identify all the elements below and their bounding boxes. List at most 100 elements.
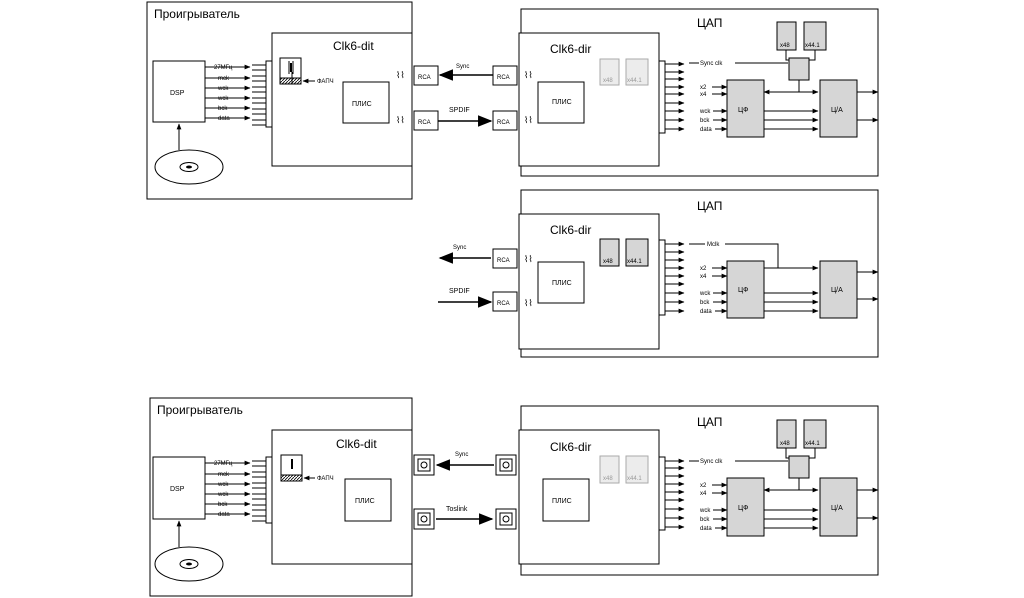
dac-block-bottom: ЦАП Clk6-dir ПЛИС x48 x44.1 Sync clk x2 …	[518, 405, 879, 576]
signal-label-x2: x2	[700, 483, 707, 489]
clock-switch	[788, 455, 810, 479]
signal-label-wck: wck	[699, 109, 711, 115]
crystal-icon	[599, 238, 620, 267]
signal-label-bck: bck	[218, 106, 228, 112]
digital-filter-block	[726, 79, 765, 138]
signal-label-x4: x4	[700, 274, 707, 280]
signal-label-x2: x2	[700, 266, 707, 272]
dsp-label: DSP	[170, 90, 185, 97]
mclk-label: Mclk	[707, 242, 720, 248]
rca-label: RCA	[497, 120, 510, 126]
vcxo-icon	[279, 57, 302, 85]
crystal-icon	[599, 455, 620, 484]
rca-links-middle: Sync RCA SPDIF RCA	[438, 245, 518, 312]
signal-label-data: data	[700, 309, 712, 315]
optical-port-icon	[413, 454, 435, 476]
crystal-label: x48	[603, 78, 613, 84]
optical-links-bottom: Sync Toslink	[435, 452, 517, 530]
svg-text:⌇⌇: ⌇⌇	[396, 115, 405, 125]
fpga-box	[342, 81, 390, 124]
vcxo-icon	[280, 454, 303, 482]
signal-label-data: data	[700, 127, 712, 133]
rca-label: RCA	[497, 75, 510, 81]
dir-title: Clk6-dir	[550, 223, 591, 237]
signal-label-data: data	[218, 116, 230, 122]
fpga-box	[537, 261, 585, 304]
dir-title: Clk6-dir	[550, 42, 591, 56]
fpga-label: ПЛИС	[552, 280, 572, 287]
crystal-icon	[625, 455, 649, 484]
spdif-label: SPDIF	[449, 107, 470, 114]
signal-label-mck: mck	[218, 472, 230, 478]
dit-header-pins	[252, 456, 273, 524]
signal-label-wck: wck	[699, 508, 711, 514]
dac-chip-block	[819, 477, 858, 537]
crystal-label: x48	[603, 259, 613, 265]
optical-port-icon	[413, 508, 435, 530]
optical-port-icon	[495, 454, 517, 476]
rca-label: RCA	[418, 120, 431, 126]
fpga-label: ПЛИС	[552, 498, 572, 505]
signal-label-bck: bck	[218, 502, 228, 508]
rca-connector	[492, 248, 518, 269]
fpga-box	[344, 478, 392, 522]
signal-label-mck: mck	[218, 76, 230, 82]
dsp-signal-lines	[205, 460, 251, 517]
fpga-label: ПЛИС	[352, 101, 372, 108]
fpga-box	[537, 81, 585, 124]
fpga-label: ПЛИС	[552, 99, 572, 106]
transformer-icon: ⌇⌇	[524, 70, 533, 80]
signal-label-wck: wck	[217, 86, 229, 92]
crystal-label: x44.1	[627, 476, 642, 482]
rca-connector	[492, 291, 518, 312]
signal-label-wck: wck	[217, 482, 229, 488]
rca-links-top: RCA RCA Sync RCA RCA SPDIF	[413, 64, 518, 131]
crystal-label: x48	[603, 476, 613, 482]
dir-header-pins	[658, 239, 685, 316]
crystal-icon	[625, 58, 649, 86]
signal-label-x2: x2	[700, 85, 707, 91]
crystal-icon	[625, 238, 649, 267]
rca-label: RCA	[497, 301, 510, 307]
sync-label: Sync	[455, 452, 468, 458]
digital-filter-block	[726, 260, 765, 319]
dit-title: Clk6-dit	[336, 437, 377, 451]
digital-filter-label: ЦФ	[738, 287, 749, 294]
rca-label: RCA	[418, 75, 431, 81]
player-block-bottom: Проигрыватель DSP 27МГц mck wck wck bck …	[149, 397, 435, 597]
crystal-label: x44.1	[627, 259, 642, 265]
player-title: Проигрыватель	[157, 403, 243, 417]
dac-block-top: ЦАП Clk6-dir ⌇⌇ ⌇⌇ ПЛИС x48 x44.1 Sync c…	[518, 8, 879, 177]
crystal-label: x48	[780, 441, 790, 447]
transformer-icon: ⌇⌇ ⌇⌇	[396, 70, 405, 125]
rca-connector	[492, 110, 518, 131]
signal-label-x4: x4	[700, 92, 707, 98]
toslink-label: Toslink	[446, 506, 468, 513]
optical-port-icon	[495, 508, 517, 530]
dit-title: Clk6-dit	[333, 39, 374, 53]
signal-label-wck: wck	[699, 291, 711, 297]
dac-chip-block	[819, 260, 858, 319]
transformer-icon: ⌇⌇	[524, 115, 533, 125]
signal-label-wck: wck	[217, 96, 229, 102]
dac-chip-label: Ц/А	[831, 107, 843, 114]
crystal-label: x44.1	[627, 78, 642, 84]
signal-label-bck: bck	[700, 517, 710, 523]
crystal-icon	[599, 58, 620, 86]
signal-label-data: data	[218, 512, 230, 518]
dsp-box	[152, 456, 206, 520]
fpga-label: ПЛИС	[355, 498, 375, 505]
fpga-box	[542, 478, 590, 522]
dir-header-pins	[658, 456, 685, 531]
signal-label-data: data	[700, 526, 712, 532]
dac-chip-block	[819, 79, 858, 138]
pll-label: ФАПЧ	[317, 79, 334, 85]
player-title: Проигрыватель	[154, 7, 240, 21]
spdif-label: SPDIF	[449, 288, 470, 295]
sync-clk-label: Sync clk	[700, 459, 723, 465]
dac-title: ЦАП	[697, 415, 722, 429]
dsp-label: DSP	[170, 486, 185, 493]
sync-label: Sync	[453, 245, 466, 251]
